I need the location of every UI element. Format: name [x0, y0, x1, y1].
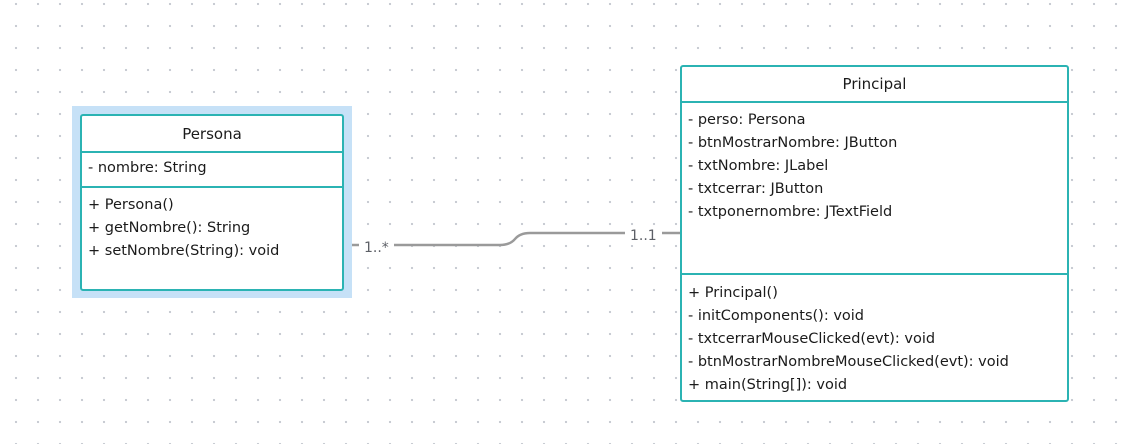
class-persona[interactable]: Persona - nombre: String + Persona() + g… [80, 114, 344, 291]
class-persona-name: Persona [82, 116, 342, 153]
attribute-nombre: - nombre: String [88, 160, 207, 176]
attribute-perso: - perso: Persona [688, 112, 806, 128]
attribute-txtponernombre: - txtponernombre: JTextField [688, 204, 893, 220]
method-principal-constructor: + Principal() [688, 285, 778, 301]
attribute-btnmostrarnombre: - btnMostrarNombre: JButton [688, 135, 898, 151]
method-persona-constructor: + Persona() [88, 197, 174, 213]
class-principal[interactable]: Principal - perso: Persona - btnMostrarN… [680, 65, 1069, 402]
class-principal-methods: + Principal() - initComponents(): void -… [682, 275, 1067, 400]
method-setnombre: + setNombre(String): void [88, 243, 280, 259]
attribute-txtnombre: - txtNombre: JLabel [688, 158, 829, 174]
multiplicity-persona-end[interactable]: 1..* [359, 239, 394, 257]
multiplicity-principal-end[interactable]: 1..1 [625, 227, 662, 245]
method-getnombre: + getNombre(): String [88, 220, 251, 236]
method-main: + main(String[]): void [688, 377, 848, 393]
method-txtcerrarmouseclicked: - txtcerrarMouseClicked(evt): void [688, 331, 936, 347]
method-btnmostrarnombremouseclicked: - btnMostrarNombreMouseClicked(evt): voi… [688, 354, 1009, 370]
class-principal-name: Principal [682, 67, 1067, 103]
class-principal-attributes: - perso: Persona - btnMostrarNombre: JBu… [682, 103, 1067, 275]
method-initcomponents: - initComponents(): void [688, 308, 865, 324]
class-persona-attributes: - nombre: String [82, 153, 342, 188]
association-line [346, 231, 680, 247]
class-persona-methods: + Persona() + getNombre(): String + setN… [82, 188, 342, 289]
attribute-txtcerrar: - txtcerrar: JButton [688, 181, 824, 197]
